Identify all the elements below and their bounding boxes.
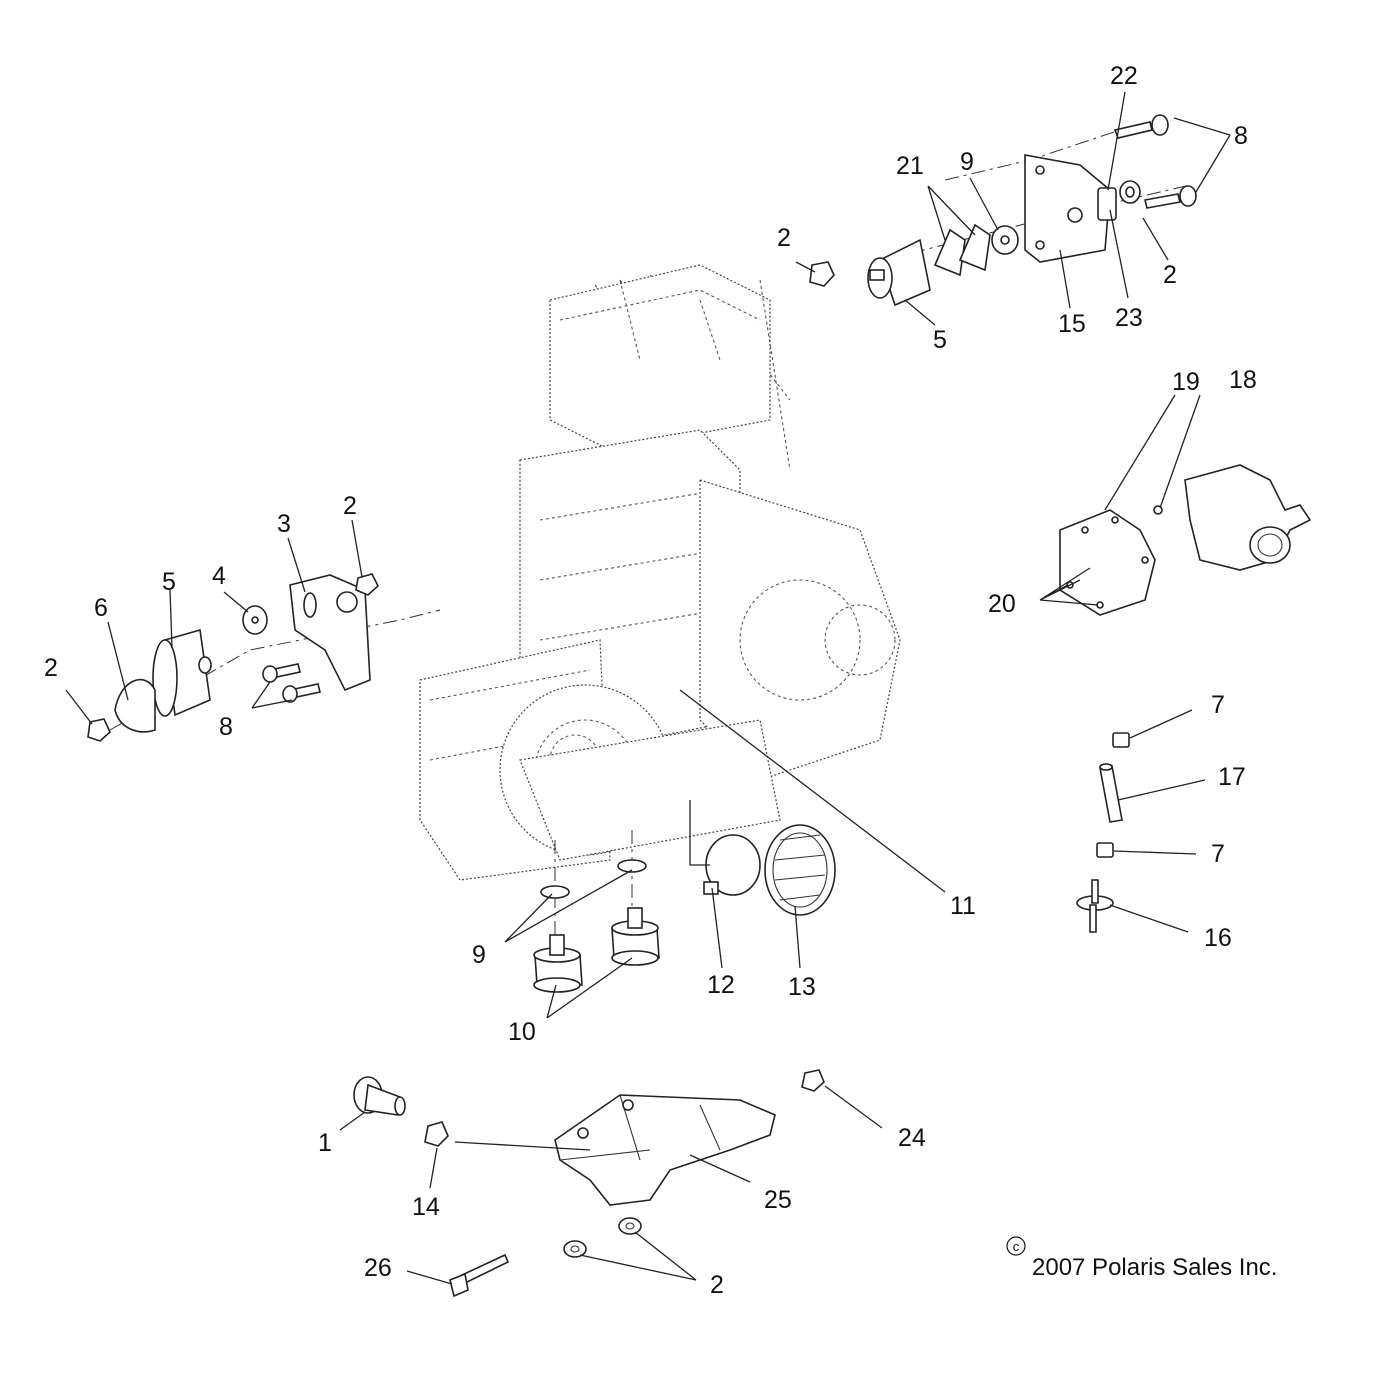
callout-1: 1 [318,1129,332,1157]
callout-13: 13 [788,973,816,1001]
callout-22: 22 [1110,62,1138,90]
lower-mounts [533,830,660,993]
callout-23: 23 [1115,304,1143,332]
callout-8-top: 8 [1234,122,1248,150]
copyright-notice: c 2007 Polaris Sales Inc. [1006,1236,1277,1281]
leader-lines [65,91,1231,1285]
callout-2-far-left: 2 [44,654,58,682]
callout-25: 25 [764,1186,792,1214]
callout-2-bottom: 2 [710,1271,724,1299]
callout-9-top: 9 [960,148,974,176]
callout-3: 3 [277,510,291,538]
plug-7-top [1112,732,1130,748]
nut-2-left-mount [355,573,379,596]
bracket-15 [1024,154,1111,263]
upper-right-mount-group [809,114,1197,307]
callout-labels: 22 8 9 21 2 2 23 15 5 19 18 2 3 4 5 6 2 … [44,62,1257,1299]
spacer-23 [1097,187,1117,221]
callout-26: 26 [364,1254,392,1282]
callout-19: 19 [1172,368,1200,396]
copyright-text: 2007 Polaris Sales Inc. [1032,1254,1277,1281]
bolt-8a [1113,121,1153,139]
engine-assembly [419,264,901,881]
bracket-3 [289,574,371,692]
bolt-8b [1144,193,1181,209]
bolt-26 [460,1253,510,1285]
plug-7-bottom [1096,842,1114,858]
callout-2-washer-right: 2 [1163,261,1177,289]
shim-21a [933,228,966,277]
callout-20: 20 [988,590,1016,618]
callout-5-left: 5 [162,568,176,596]
callout-17: 17 [1218,763,1246,791]
copyright-symbol: c [1013,1239,1020,1254]
cover-19 [1059,509,1156,616]
callout-12: 12 [707,971,735,999]
skid-plate-group [353,1069,825,1298]
nut-2-bottom-b [618,1217,642,1235]
callout-9-bottom: 9 [472,941,486,969]
nut-2-bottom-a [563,1240,587,1258]
left-mount-group [87,573,441,742]
copyright-icon [1006,1236,1026,1256]
callout-2-nut-top: 2 [777,224,791,252]
intake-boot-group [703,824,836,916]
callout-7-bottom: 7 [1211,840,1225,868]
shim-21b [958,223,991,272]
callout-18: 18 [1229,366,1257,394]
boot-13 [764,824,836,916]
nut-14 [424,1121,449,1147]
callout-15: 15 [1058,310,1086,338]
washer-9a [540,885,570,899]
washer-9b [617,859,647,873]
housing-18 [1184,464,1312,571]
nut-2-top [809,261,835,287]
nut-24 [801,1069,825,1092]
callout-2-mount-left: 2 [343,492,357,520]
callout-8-left: 8 [219,713,233,741]
cup-6 [114,678,156,733]
callout-6: 6 [94,594,108,622]
right-small-parts [1076,732,1130,933]
right-housing-group [1059,464,1312,616]
callout-4: 4 [212,562,226,590]
callout-21: 21 [896,152,924,180]
callout-16: 16 [1204,924,1232,952]
tube-17 [1099,765,1123,823]
callout-14: 14 [412,1193,440,1221]
nut-2-far-left [87,718,111,742]
callout-24: 24 [898,1124,926,1152]
callout-10: 10 [508,1018,536,1046]
callout-7-top: 7 [1211,691,1225,719]
callout-5-top: 5 [933,326,947,354]
callout-11: 11 [950,892,976,920]
